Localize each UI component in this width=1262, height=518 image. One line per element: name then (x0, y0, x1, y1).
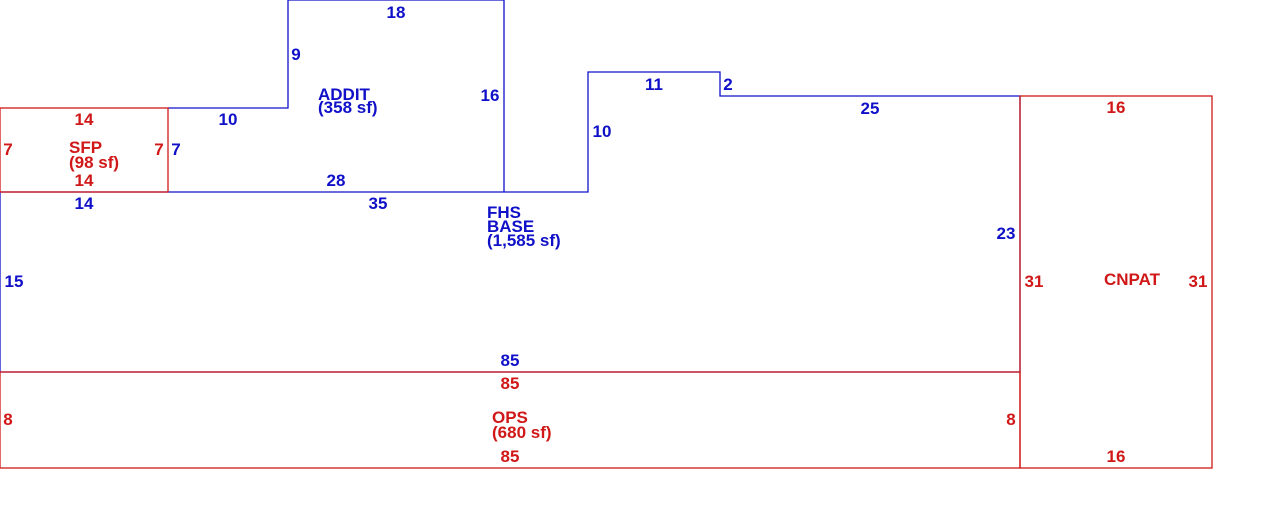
base-top-step-dim: 11 (645, 75, 663, 94)
base-right-dim: 23 (997, 224, 1016, 243)
ops-right-dim: 8 (1006, 410, 1015, 429)
ops-area: (680 sf) (492, 423, 552, 442)
cnpat-top-dim: 16 (1107, 98, 1126, 117)
cnpat-right-dim: 31 (1189, 272, 1208, 291)
base-name-line1: FHS (487, 203, 521, 222)
ops-name: OPS (492, 408, 528, 427)
ops-bottom-dim: 85 (501, 447, 520, 466)
addit-left-dim: 9 (291, 45, 300, 64)
base-bottom-dim: 85 (501, 351, 520, 370)
ops-left-dim: 8 (3, 410, 12, 429)
sfp-bottom-dim: 14 (75, 171, 94, 190)
base-step-drop-dim: 2 (723, 75, 732, 94)
base-top-left-dim: 14 (75, 194, 94, 213)
addit-name: ADDIT (318, 85, 371, 104)
sfp-top-dim: 14 (75, 110, 94, 129)
base-left-dim: 15 (5, 272, 24, 291)
addit-area: (358 sf) (318, 98, 378, 117)
addit-bottom-dim: 28 (327, 171, 346, 190)
addit-right-dim: 16 (481, 86, 500, 105)
addit-top-dim: 18 (387, 3, 406, 22)
base-area: (1,585 sf) (487, 231, 561, 250)
ops-top-dim: 85 (501, 374, 520, 393)
base-rise-dim: 10 (593, 122, 612, 141)
sfp-right-dim: 7 (154, 140, 163, 159)
addit-step-dim: 10 (219, 110, 238, 129)
cnpat-outline (1019, 95, 1213, 469)
base-name-line2: BASE (487, 217, 534, 236)
sfp-name: SFP (69, 138, 102, 157)
sfp-outline (0, 107, 169, 193)
sfp-left-dim: 7 (3, 140, 12, 159)
cnpat-name: CNPAT (1104, 270, 1161, 289)
cnpat-bottom-dim: 16 (1107, 447, 1126, 466)
base-top-mid-dim: 35 (369, 194, 388, 213)
sfp-area: (98 sf) (69, 153, 119, 172)
base-top-right-dim: 25 (861, 99, 880, 118)
sfp-right-outer-dim: 7 (171, 140, 180, 159)
addit-outline (168, 0, 505, 192)
cnpat-left-dim: 31 (1025, 272, 1044, 291)
